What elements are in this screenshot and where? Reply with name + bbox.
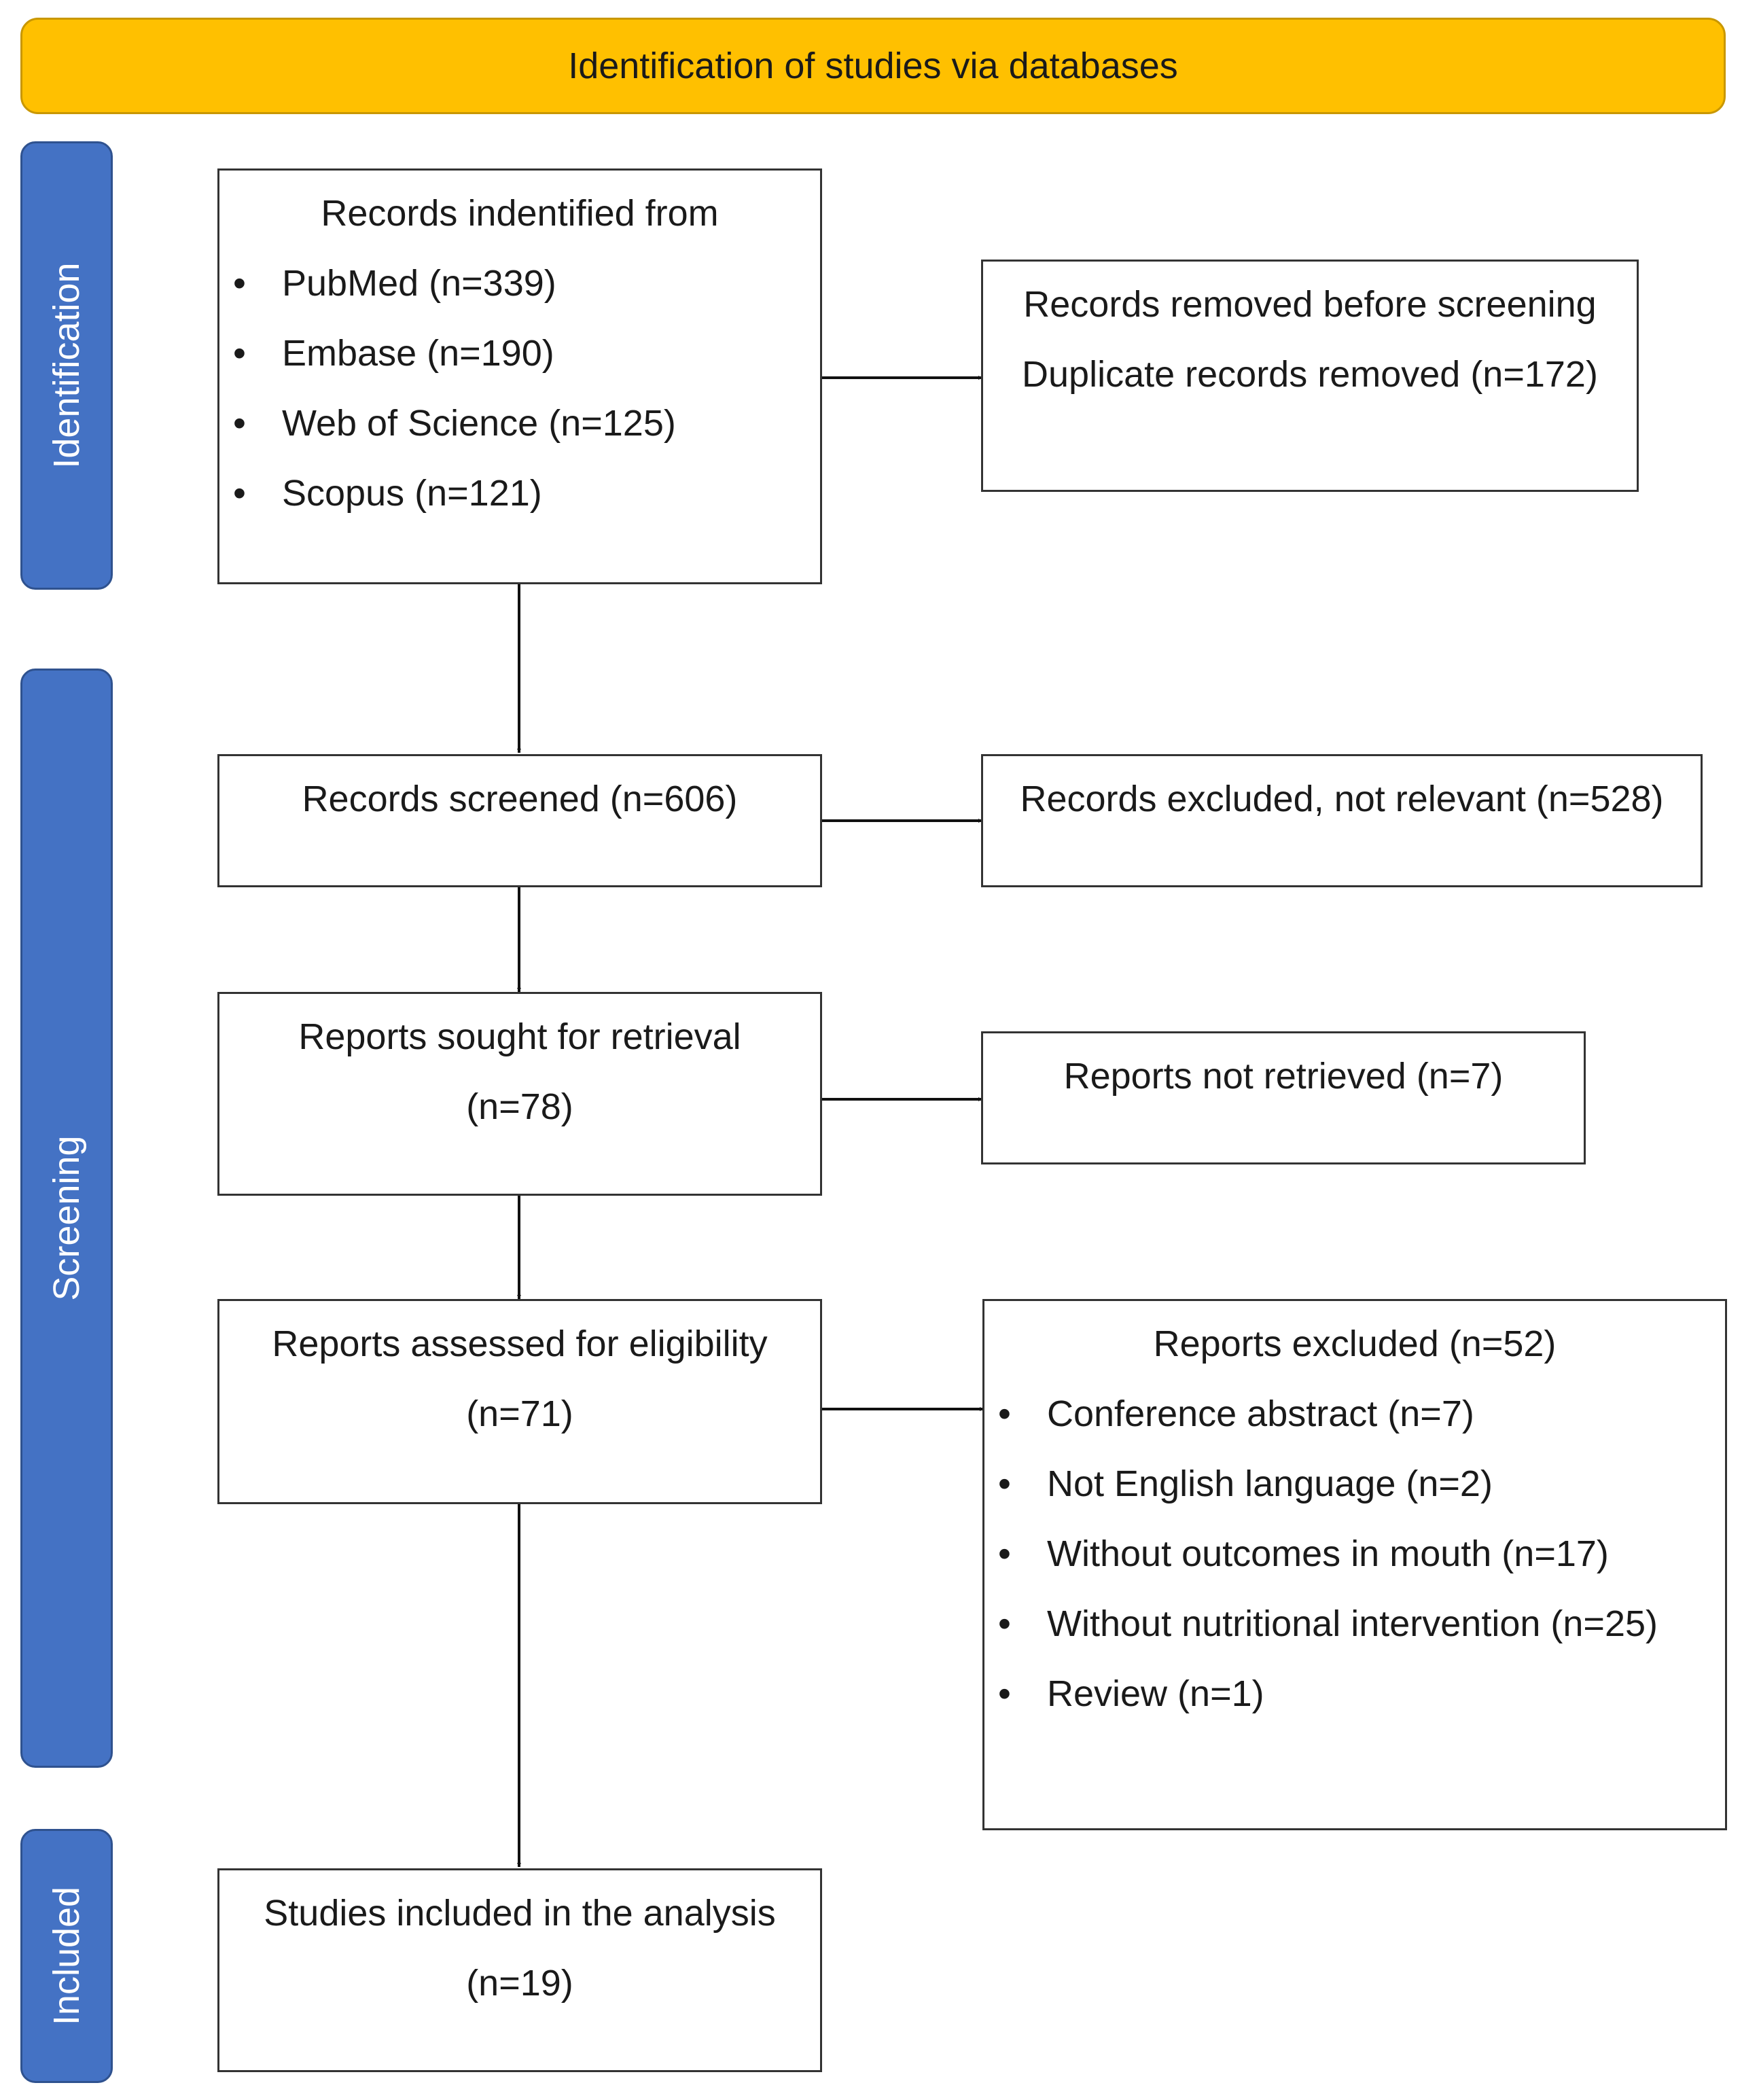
box-records-excluded: Records excluded, not relevant (n=528) [981,754,1703,887]
box-records-removed: Records removed before screening Duplica… [981,260,1639,492]
reports-excluded-title: Reports excluded (n=52) [1153,1323,1557,1364]
header-title: Identification of studies via databases [568,46,1178,86]
list-item: Not English language (n=2) [984,1449,1725,1519]
studies-included-line2: (n=19) [466,1963,573,2004]
records-excluded-text: Records excluded, not relevant (n=528) [1020,779,1664,819]
records-identified-title: Records indentified from [321,193,719,234]
box-reports-sought: Reports sought for retrieval (n=78) [217,992,822,1196]
phase-included: Included [20,1829,113,2083]
box-reports-assessed: Reports assessed for eligibility (n=71) [217,1299,822,1504]
reports-assessed-line1: Reports assessed for eligibility [272,1323,768,1364]
list-item: Web of Science (n=125) [219,389,820,459]
list-item: Embase (n=190) [219,319,820,389]
list-item: Without nutritional intervention (n=25) [984,1589,1725,1659]
list-item: Review (n=1) [984,1659,1725,1729]
records-identified-list: PubMed (n=339) Embase (n=190) Web of Sci… [219,249,820,529]
reports-sought-line2: (n=78) [466,1086,573,1127]
reports-assessed-line2: (n=71) [466,1393,573,1434]
records-removed-line1: Records removed before screening [1023,284,1597,325]
phase-identification: Identification [20,141,113,590]
records-removed-line2: Duplicate records removed (n=172) [1022,354,1598,395]
list-item: Scopus (n=121) [219,459,820,529]
box-reports-excluded: Reports excluded (n=52) Conference abstr… [982,1299,1727,1830]
list-item: Without outcomes in mouth (n=17) [984,1519,1725,1589]
reports-sought-line1: Reports sought for retrieval [298,1016,741,1057]
list-item: Conference abstract (n=7) [984,1379,1725,1449]
reports-excluded-list: Conference abstract (n=7) Not English la… [984,1379,1725,1729]
phase-screening: Screening [20,669,113,1768]
box-studies-included: Studies included in the analysis (n=19) [217,1868,822,2072]
records-screened-text: Records screened (n=606) [302,779,738,819]
list-item: PubMed (n=339) [219,249,820,319]
reports-not-retrieved-text: Reports not retrieved (n=7) [1063,1056,1504,1097]
box-records-screened: Records screened (n=606) [217,754,822,887]
studies-included-line1: Studies included in the analysis [264,1893,776,1934]
box-reports-not-retrieved: Reports not retrieved (n=7) [981,1031,1586,1164]
box-records-identified: Records indentified from PubMed (n=339) … [217,168,822,584]
header-banner: Identification of studies via databases [20,18,1726,114]
